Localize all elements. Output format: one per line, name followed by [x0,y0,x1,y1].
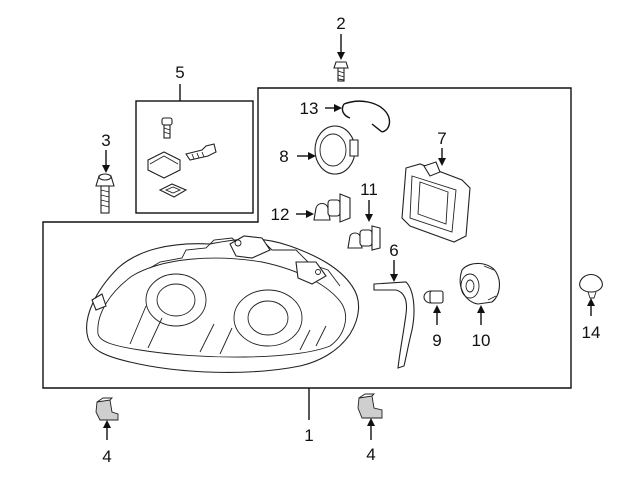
callout-11: 11 [360,180,378,199]
callout-14: 14 [582,323,601,342]
assembly-frame [42,87,572,389]
callout-9: 9 [432,331,441,350]
callout-13: 13 [300,99,319,118]
callout-3: 3 [101,131,110,150]
callout-8: 8 [279,147,288,166]
hardware-kit-contents[interactable] [147,117,217,198]
callout-labels: 1 2 3 4 4 5 6 7 8 9 10 11 12 13 14 [101,14,600,466]
halogen-bulb-11[interactable] [347,225,381,251]
callout-5: 5 [175,63,184,82]
callout-1: 1 [304,426,313,445]
screw-part-3[interactable] [95,173,115,214]
access-cover[interactable] [401,161,471,243]
bolt-part-2[interactable] [333,61,349,82]
halogen-bulb-12[interactable] [313,193,351,223]
spring-clip[interactable] [341,100,391,133]
retainer-clip[interactable] [579,273,603,299]
clip-nut-right[interactable] [357,393,383,419]
hardware-kit-frame [135,100,254,214]
callout-10: 10 [472,331,491,350]
callout-4-left: 4 [102,447,111,466]
headlamp-housing[interactable] [86,235,360,373]
callout-4-right: 4 [366,445,375,464]
bulb-socket[interactable] [459,262,501,305]
small-bulb[interactable] [423,290,444,304]
leader-lines [102,34,595,440]
callout-2: 2 [336,14,345,33]
callout-7: 7 [437,129,446,148]
clip-nut-left[interactable] [95,397,119,421]
callout-12: 12 [271,205,290,224]
callout-6: 6 [389,241,398,260]
cover-ring[interactable] [314,125,359,175]
seal-strip[interactable] [373,281,415,369]
